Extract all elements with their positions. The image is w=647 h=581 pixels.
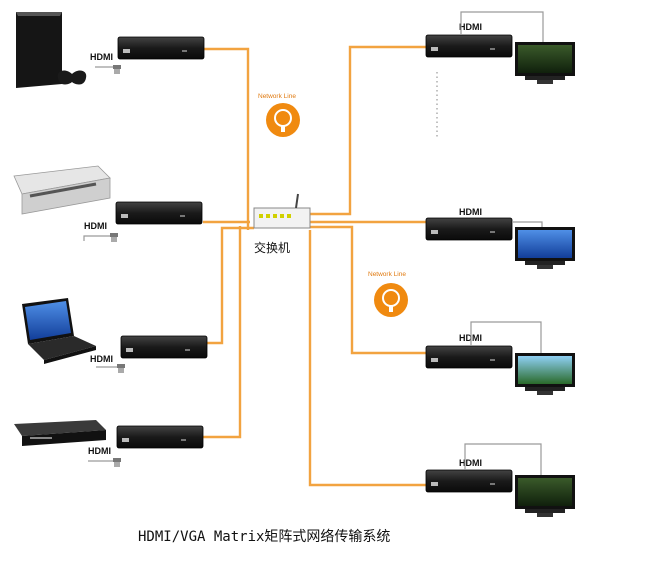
receiver-box-3 — [425, 345, 513, 369]
cable-ps3 — [203, 47, 250, 230]
network-cables — [202, 45, 426, 487]
tv-display-2 — [515, 227, 575, 269]
transmitter-box-3 — [120, 335, 208, 359]
hdmi-cable-rx4 — [464, 443, 542, 476]
transmitter-box-1 — [117, 36, 205, 60]
hdmi-plug-icon — [113, 65, 121, 74]
dvd-drive-icon — [13, 165, 111, 215]
cable-rx1 — [306, 45, 426, 216]
hdmi-cable-rx3 — [470, 321, 542, 354]
switch-antenna — [295, 193, 299, 209]
network-line-icon-bottom: Network Line — [368, 271, 408, 317]
game-console-source — [16, 12, 87, 88]
cable-player — [202, 226, 242, 439]
hdmi-label-rx1: HDMI — [459, 22, 482, 32]
hdmi-cable-rx2 — [512, 221, 543, 228]
hdmi-cable-rx1 — [460, 11, 544, 42]
hdmi-plug-icon — [113, 458, 121, 467]
tv-display-3 — [515, 353, 575, 395]
cable-rx4 — [308, 230, 426, 487]
switch-label: 交换机 — [254, 240, 290, 255]
hdmi-label-rx2: HDMI — [459, 207, 482, 217]
hdmi-plug-icon — [110, 233, 118, 242]
cable-laptop — [203, 226, 254, 345]
hdmi-cable-tx2 — [83, 235, 110, 241]
cable-rx3 — [300, 225, 426, 355]
hdmi-label-tx2: HDMI — [84, 221, 107, 231]
laptop-source — [22, 298, 96, 364]
hdmi-label-tx4: HDMI — [88, 446, 111, 456]
network-line-label-bottom: Network Line — [368, 271, 406, 278]
hdmi-label-tx1: HDMI — [90, 52, 113, 62]
media-player-icon — [14, 420, 106, 446]
network-line-label-top: Network Line — [258, 93, 296, 100]
laptop-icon — [22, 298, 96, 364]
hdmi-label-tx3: HDMI — [90, 354, 113, 364]
receiver-box-1 — [425, 34, 513, 58]
hdmi-label-rx4: HDMI — [459, 458, 482, 468]
receiver-box-2 — [425, 217, 513, 241]
dvd-drive-source — [13, 165, 111, 215]
tv-display-4 — [515, 475, 575, 517]
network-switch: 交换机 — [253, 193, 311, 255]
transmitter-box-2 — [115, 201, 203, 225]
diagram-caption: HDMI/VGA Matrix矩阵式网络传输系统 — [138, 529, 390, 545]
hdmi-plug-icon — [117, 364, 125, 373]
tv-display-1 — [515, 42, 575, 84]
network-line-icon-top: Network Line — [258, 93, 300, 137]
receiver-box-4 — [425, 469, 513, 493]
media-player-source — [14, 420, 106, 446]
transmitter-box-4 — [116, 425, 204, 449]
game-console-icon — [16, 12, 87, 88]
